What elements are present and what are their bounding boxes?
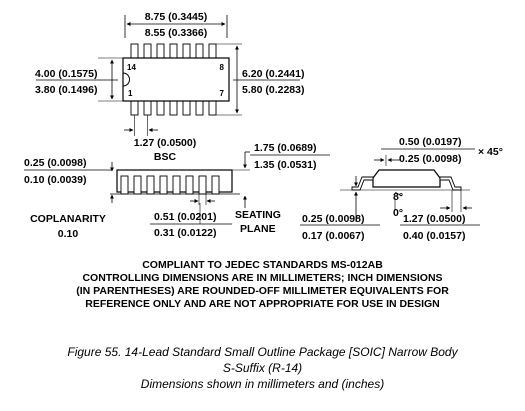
caption-line-2: S-Suffix (R-14) (222, 361, 303, 375)
seating-plane-label-1: SEATING (235, 209, 281, 221)
note-line-1: COMPLIANT TO JEDEC STANDARDS MS-012AB (142, 259, 383, 271)
chamfer-angle: × 45° (478, 146, 503, 158)
thickness-min: 0.17 (0.0067) (302, 230, 364, 242)
pitch-bsc: BSC (154, 151, 177, 163)
lead-angle-dimension: 8° 0° (393, 191, 403, 219)
top-pins (130, 43, 217, 59)
package-body (122, 57, 230, 102)
top-view: 8.75 (0.3445) 8.55 (0.3366) 14 8 1 7 (35, 11, 304, 163)
length-max: 8.75 (0.3445) (145, 11, 207, 23)
end-view: 0.50 (0.0197) 0.25 (0.0098) × 45° 8° 0° … (300, 136, 503, 242)
coplanarity-label: COPLANARITY (30, 213, 106, 225)
note-line-4: REFERENCE ONLY AND ARE NOT APPROPRIATE F… (85, 298, 440, 310)
foot-length-dimension: 1.27 (0.0500) 0.40 (0.0157) (400, 190, 480, 242)
lead-thickness-dimension: 0.25 (0.0098) 0.17 (0.0067) (300, 176, 380, 242)
height-dimension: 1.75 (0.0689) 1.35 (0.0531) (232, 142, 330, 208)
side-view: 0.25 (0.0098) 0.10 (0.0039) 1.75 (0.0689… (24, 142, 330, 240)
foot-min: 0.40 (0.0157) (403, 230, 465, 242)
foot-max: 1.27 (0.0500) (403, 213, 465, 225)
note-line-2: CONTROLLING DIMENSIONS ARE IN MILLIMETER… (82, 272, 443, 284)
chamfer-min: 0.25 (0.0098) (399, 153, 461, 165)
height-max: 1.75 (0.0689) (254, 142, 316, 154)
length-dimension: 8.75 (0.3445) 8.55 (0.3366) (124, 11, 228, 39)
end-lead-left (351, 176, 374, 191)
angle-min: 0° (393, 207, 403, 219)
seating-plane-label-2: PLANE (240, 223, 276, 235)
body-width-min: 3.80 (0.1496) (35, 84, 97, 96)
caption-line-3: Dimensions shown in millimeters and (inc… (140, 377, 385, 391)
length-min: 8.55 (0.3366) (145, 27, 207, 39)
end-lead-right (439, 176, 462, 191)
standoff-max: 0.25 (0.0098) (24, 157, 86, 169)
caption-line-1: Figure 55. 14-Lead Standard Small Outlin… (67, 345, 458, 359)
angle-max: 8° (393, 191, 403, 203)
pitch-value: 1.27 (0.0500) (134, 137, 196, 149)
pin1-notch (122, 72, 130, 87)
lead-width-dimension: 0.51 (0.0201) 0.31 (0.0122) (150, 194, 232, 239)
standoff-dimension: 0.25 (0.0098) 0.10 (0.0039) (24, 157, 114, 203)
pin-8-label: 8 (220, 63, 225, 72)
overall-width-dimension: 6.20 (0.2441) 5.80 (0.2283) (216, 43, 304, 116)
pitch-dimension: 1.27 (0.0500) BSC (124, 115, 196, 163)
overall-width-min: 5.80 (0.2283) (242, 84, 304, 96)
height-min: 1.35 (0.0531) (254, 159, 316, 171)
body-width-max: 4.00 (0.1575) (35, 68, 97, 80)
bottom-pins (130, 100, 217, 116)
chamfer-max: 0.50 (0.0197) (399, 136, 461, 148)
thickness-max: 0.25 (0.0098) (302, 213, 364, 225)
body-width-dimension: 4.00 (0.1575) 3.80 (0.1496) (35, 57, 123, 102)
end-body (372, 169, 441, 188)
lead-width-max: 0.51 (0.0201) (154, 211, 216, 223)
lead-width-min: 0.31 (0.0122) (154, 227, 216, 239)
standoff-min: 0.10 (0.0039) (24, 174, 86, 186)
chamfer-dimension: 0.50 (0.0197) 0.25 (0.0098) × 45° (374, 136, 503, 166)
coplanarity-value: 0.10 (58, 228, 79, 240)
overall-width-max: 6.20 (0.2441) (242, 68, 304, 80)
pin-7-label: 7 (220, 89, 225, 98)
pin-1-label: 1 (128, 89, 133, 98)
pin-14-label: 14 (127, 63, 136, 72)
note-line-3: (IN PARENTHESES) ARE ROUNDED-OFF MILLIME… (76, 285, 449, 297)
